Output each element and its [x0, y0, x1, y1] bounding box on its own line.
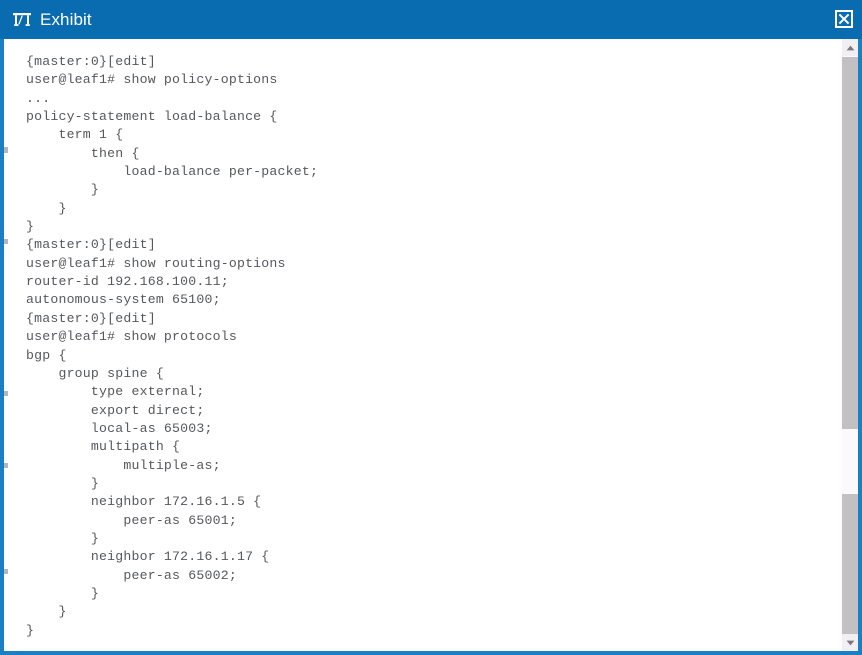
edge-artifact: [4, 391, 8, 396]
dialog-body: {master:0}[edit] user@leaf1# show policy…: [0, 39, 862, 655]
cli-output-pane[interactable]: {master:0}[edit] user@leaf1# show policy…: [4, 39, 841, 651]
scroll-up-icon[interactable]: [842, 39, 858, 56]
vertical-scrollbar[interactable]: [841, 39, 858, 651]
exhibit-easel-icon: [12, 11, 32, 29]
edge-artifact: [4, 239, 8, 244]
scrollbar-thumb-lower[interactable]: [842, 494, 858, 640]
edge-artifact: [4, 569, 8, 574]
edge-artifact: [4, 463, 8, 468]
edge-artifact: [4, 147, 8, 153]
title-bar-left-group: Exhibit: [12, 11, 92, 29]
dialog-title-bar: Exhibit: [0, 0, 862, 39]
cli-output-text: {master:0}[edit] user@leaf1# show policy…: [26, 54, 319, 638]
dialog-title: Exhibit: [40, 10, 92, 29]
scroll-down-icon[interactable]: [842, 634, 858, 651]
scrollbar-thumb[interactable]: [842, 57, 858, 429]
close-icon[interactable]: [835, 10, 853, 28]
